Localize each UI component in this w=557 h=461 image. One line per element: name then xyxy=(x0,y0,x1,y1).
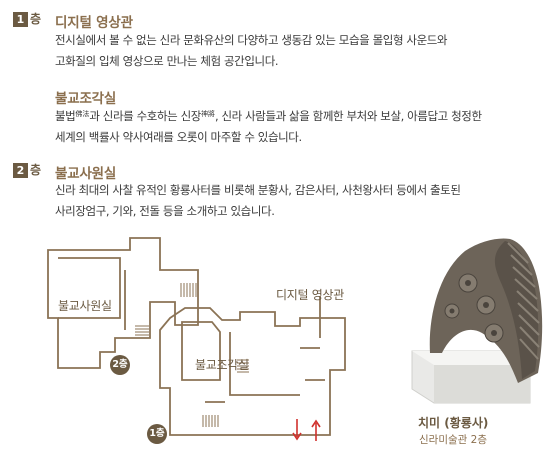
text-fragment: 과 신라를 수호하는 신장 xyxy=(89,109,201,123)
hanja-annotation: 神將 xyxy=(200,110,215,118)
floor1-badge: 1 xyxy=(13,12,28,27)
floor2-badge: 2 xyxy=(13,163,28,178)
down-arrow-icon xyxy=(292,419,302,441)
hanja-annotation: 佛法 xyxy=(75,110,90,118)
map-label-buddhist-sculpture: 불교조각실 xyxy=(195,358,249,372)
floor2-inner-wall xyxy=(58,257,121,319)
buddhist-temple-desc-line: 사리장엄구, 기와, 전돌 등을 소개하고 있습니다. xyxy=(55,204,275,218)
chimi-artifact-image xyxy=(411,238,543,404)
map-label-digital-hall: 디지털 영상관 xyxy=(276,288,344,302)
entry-exit-arrows xyxy=(292,419,321,441)
floor2-marker: 2층 xyxy=(110,355,130,375)
floor2-floor-word: 층 xyxy=(30,163,42,177)
buddhist-temple-desc-line: 신라 최대의 사찰 유적인 황룡사터를 비롯해 분황사, 감은사터, 사천왕사터… xyxy=(55,183,461,197)
digital-hall-title: 디지털 영상관 xyxy=(55,15,133,31)
floor2-outline xyxy=(47,237,199,369)
floor1-outline xyxy=(159,307,346,436)
buddhist-temple-title: 불교사원실 xyxy=(55,166,117,182)
digital-hall-desc-line: 전시실에서 볼 수 없는 신라 문화유산의 다양하고 생동감 있는 모습을 몰입… xyxy=(55,33,448,47)
buddhist-sculpture-desc-line: 세계의 백률사 약사여래를 오롯이 마주할 수 있습니다. xyxy=(55,130,302,144)
buddhist-temple-description: 신라 최대의 사찰 유적인 황룡사터를 비롯해 분황사, 감은사터, 사천왕사터… xyxy=(55,180,461,222)
floor1-marker: 1층 xyxy=(147,424,167,444)
map-label-buddhist-temple: 불교사원실 xyxy=(58,299,112,313)
up-arrow-icon xyxy=(311,419,321,441)
floor1-floor-word: 층 xyxy=(30,12,42,26)
text-fragment: 불법 xyxy=(55,109,76,123)
digital-hall-desc-line: 고화질의 입체 영상으로 만나는 체험 공간입니다. xyxy=(55,54,279,68)
buddhist-sculpture-desc-line: 불법佛法과 신라를 수호하는 신장神將, 신라 사람들과 삶을 함께한 부처와 … xyxy=(55,104,482,127)
floor1-inner-wall xyxy=(181,321,221,381)
buddhist-sculpture-description: 불법佛法과 신라를 수호하는 신장神將, 신라 사람들과 삶을 함께한 부처와 … xyxy=(55,104,482,148)
floor-plan-map xyxy=(47,237,346,436)
buddhist-sculpture-title: 불교조각실 xyxy=(55,91,117,107)
artifact-title: 치미 (황룡사) xyxy=(418,416,489,430)
digital-hall-description: 전시실에서 볼 수 없는 신라 문화유산의 다양하고 생동감 있는 모습을 몰입… xyxy=(55,30,448,72)
artifact-subtitle: 신라미술관 2층 xyxy=(419,434,487,446)
floor1-inner-wall xyxy=(229,332,300,396)
text-fragment: , 신라 사람들과 삶을 함께한 부처와 보살, 아름답고 청정한 xyxy=(214,109,482,123)
